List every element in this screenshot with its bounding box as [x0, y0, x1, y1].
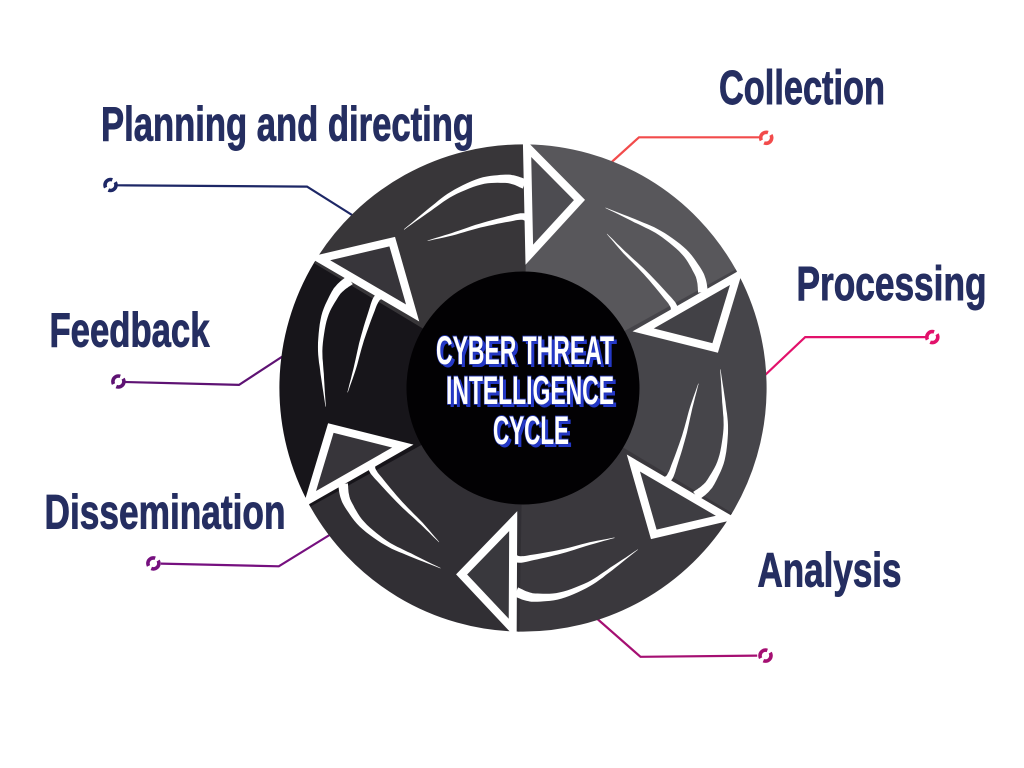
svg-text:Planning and directing: Planning and directing: [101, 99, 474, 152]
svg-text:Analysis: Analysis: [758, 544, 902, 597]
svg-text:Dissemination: Dissemination: [45, 486, 286, 539]
svg-text:Collection: Collection: [719, 62, 885, 115]
svg-text:CYCLE: CYCLE: [493, 409, 569, 453]
svg-text:Feedback: Feedback: [50, 304, 210, 357]
svg-text:INTELLIGENCE: INTELLIGENCE: [446, 369, 614, 413]
svg-text:CYCLE: CYCLE: [496, 412, 572, 456]
svg-text:Processing: Processing: [797, 258, 987, 311]
svg-text:INTELLIGENCE: INTELLIGENCE: [449, 372, 617, 416]
svg-text:CYBER THREAT: CYBER THREAT: [436, 329, 614, 373]
svg-text:CYBER THREAT: CYBER THREAT: [439, 332, 617, 376]
